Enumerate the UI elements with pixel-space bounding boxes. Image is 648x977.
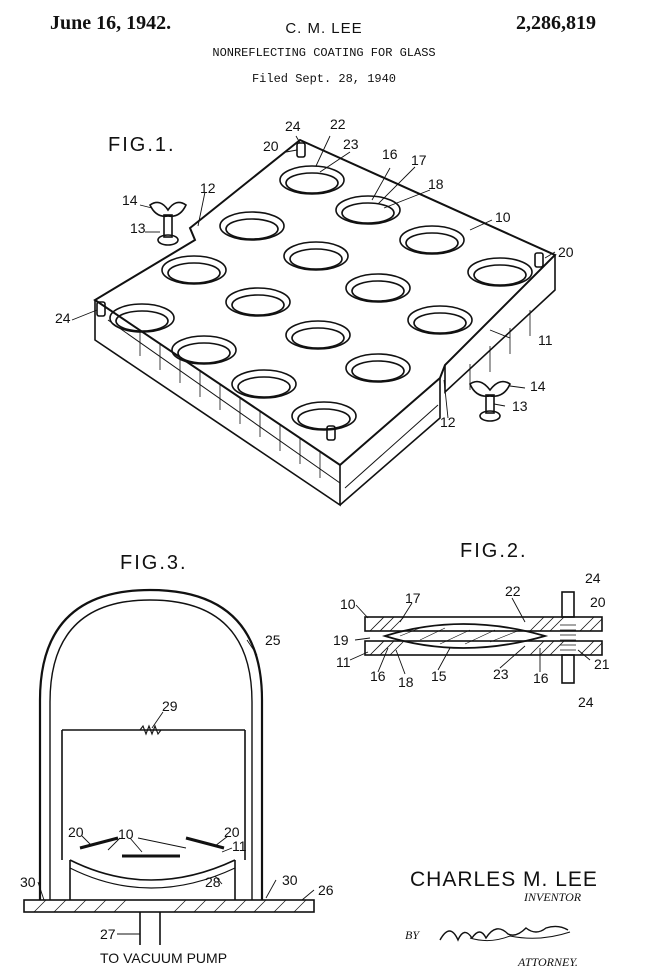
fig3-ref: 30 bbox=[282, 872, 298, 888]
vacuum-pump-label: TO VACUUM PUMP bbox=[100, 950, 228, 966]
fig3-ref: 20 bbox=[68, 824, 84, 840]
fig2-ref: 22 bbox=[505, 583, 521, 599]
fig1-ref: 18 bbox=[428, 176, 444, 192]
fig3-label: FIG.3. bbox=[120, 552, 188, 574]
fig1-ref: 11 bbox=[538, 332, 553, 348]
patent-date: June 16, 1942. bbox=[50, 12, 172, 34]
fig3-ref: 30 bbox=[20, 874, 36, 890]
fig2-ref: 15 bbox=[431, 668, 447, 684]
fig2-label: FIG.2. bbox=[460, 540, 528, 562]
fig1-ref: 24 bbox=[285, 118, 301, 134]
fig2-ref: 24 bbox=[585, 570, 601, 586]
fig1-ref: 13 bbox=[512, 398, 528, 414]
fig3-ref: 26 bbox=[318, 882, 334, 898]
fig1-ref: 10 bbox=[495, 209, 511, 225]
fig1-wing-nut-right bbox=[469, 380, 511, 422]
fig1-ref: 14 bbox=[122, 192, 138, 208]
inventor-role: INVENTOR bbox=[524, 890, 582, 904]
fig2-ref: 24 bbox=[578, 694, 594, 710]
fig3-ref: 20 bbox=[224, 824, 240, 840]
fig1-plate-drawing bbox=[71, 135, 557, 507]
fig1-label: FIG.1. bbox=[108, 134, 176, 156]
fig1-ref: 17 bbox=[411, 152, 427, 168]
fig3-bell-jar-drawing bbox=[23, 588, 315, 945]
fig1-ref: 16 bbox=[382, 146, 398, 162]
fig1-ref: 12 bbox=[200, 180, 216, 196]
fig2-section-drawing bbox=[349, 591, 603, 684]
fig2-ref: 17 bbox=[405, 590, 421, 606]
attorney-signature bbox=[439, 925, 569, 942]
fig2-ref: 20 bbox=[590, 594, 606, 610]
fig3-ref: 29 bbox=[162, 698, 178, 714]
fig3-ref: 10 bbox=[118, 826, 134, 842]
inventor-name: CHARLES M. LEE bbox=[410, 868, 598, 891]
fig1-ref: 13 bbox=[130, 220, 146, 236]
fig3-ref: 27 bbox=[100, 926, 116, 942]
fig1-ref: 24 bbox=[55, 310, 71, 326]
fig1-ref: 20 bbox=[558, 244, 574, 260]
patent-number: 2,286,819 bbox=[516, 12, 596, 34]
fig3-ref: 28 bbox=[205, 874, 221, 890]
attorney-label: ATTORNEY. bbox=[518, 955, 578, 969]
attorney-signature-underline bbox=[469, 931, 571, 942]
by-label: BY bbox=[405, 928, 420, 942]
fig2-ref: 10 bbox=[340, 596, 356, 612]
fig1-ref: 12 bbox=[440, 414, 456, 430]
fig2-ref: 16 bbox=[370, 668, 386, 684]
inventor-short-name: C. M. LEE bbox=[285, 20, 363, 37]
fig1-ref: 20 bbox=[263, 138, 279, 154]
fig1-holes bbox=[109, 165, 533, 431]
fig2-ref: 23 bbox=[493, 666, 509, 682]
patent-title: NONREFLECTING COATING FOR GLASS bbox=[212, 46, 436, 60]
fig2-ref: 16 bbox=[533, 670, 549, 686]
fig1-ref: 23 bbox=[343, 136, 359, 152]
fig1-ref: 22 bbox=[330, 116, 346, 132]
fig2-ref: 19 bbox=[333, 632, 349, 648]
fig2-ref: 11 bbox=[336, 654, 351, 670]
fig2-ref: 21 bbox=[594, 656, 610, 672]
fig1-ref: 14 bbox=[530, 378, 546, 394]
filed-date: Filed Sept. 28, 1940 bbox=[251, 72, 397, 86]
fig3-ref: 25 bbox=[265, 632, 281, 648]
fig1-wing-nut-left bbox=[148, 201, 188, 246]
fig3-ref: 11 bbox=[232, 838, 247, 854]
fig2-ref: 18 bbox=[398, 674, 414, 690]
